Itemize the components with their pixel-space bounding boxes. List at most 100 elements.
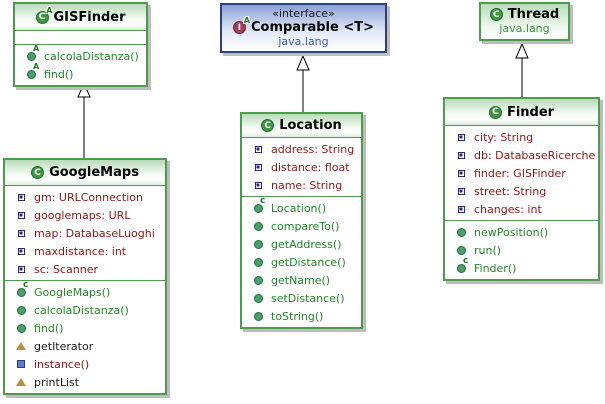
member-label: changes: int bbox=[474, 202, 542, 216]
class-icon bbox=[489, 8, 503, 21]
member-label: name: String bbox=[271, 178, 343, 192]
constructor-icon bbox=[250, 196, 266, 216]
member-row[interactable]: Finder() bbox=[445, 256, 598, 277]
class-header-thread[interactable]: Thread java.lang bbox=[481, 4, 568, 39]
member-row[interactable]: name: String bbox=[242, 176, 361, 194]
interface-header-comparable[interactable]: «interface» Comparable <T> java.lang bbox=[222, 5, 385, 51]
package-label: java.lang bbox=[499, 22, 550, 35]
member-row[interactable]: finder: GISFinder bbox=[445, 164, 598, 182]
class-header-gisfinder[interactable]: GISFinder bbox=[15, 4, 146, 31]
member-row[interactable]: distance: float bbox=[242, 158, 361, 176]
member-row[interactable]: compareTo() bbox=[242, 217, 361, 235]
member-label: address: String bbox=[271, 142, 355, 156]
class-icon bbox=[31, 166, 45, 179]
class-header-finder[interactable]: Finder bbox=[445, 99, 598, 126]
member-row[interactable]: street: String bbox=[445, 182, 598, 200]
member-row[interactable]: printList bbox=[5, 373, 165, 391]
member-row[interactable]: find() bbox=[5, 319, 165, 337]
member-row[interactable]: getAddress() bbox=[242, 235, 361, 253]
member-row[interactable]: toString() bbox=[242, 307, 361, 325]
member-row[interactable]: newPosition() bbox=[445, 223, 598, 241]
member-label: GoogleMaps() bbox=[34, 285, 111, 299]
triangle-icon bbox=[13, 374, 29, 390]
method-icon bbox=[250, 236, 266, 252]
class-box-location[interactable]: Location address: String distance: float n… bbox=[240, 112, 363, 329]
member-label: googlemaps: URL bbox=[34, 208, 131, 222]
abstract-method-icon bbox=[23, 44, 39, 64]
member-label: compareTo() bbox=[271, 219, 340, 233]
member-label: getIterator bbox=[34, 339, 94, 353]
member-label: instance() bbox=[34, 357, 90, 371]
class-box-finder[interactable]: Finder city: String db: DatabaseRicerche f… bbox=[443, 97, 600, 281]
attributes-compartment: gm: URLConnection googlemaps: URL map: Dat… bbox=[5, 186, 165, 280]
class-header-location[interactable]: Location bbox=[242, 114, 361, 138]
class-title: Location bbox=[279, 118, 342, 133]
member-row[interactable]: changes: int bbox=[445, 200, 598, 218]
member-label: distance: float bbox=[271, 160, 350, 174]
member-label: run() bbox=[474, 243, 502, 257]
inheritance-arrow-location-comparable[interactable] bbox=[296, 54, 310, 112]
field-icon bbox=[13, 189, 29, 205]
member-label: gm: URLConnection bbox=[34, 190, 143, 204]
member-label: Location() bbox=[271, 201, 327, 215]
member-label: db: DatabaseRicerche bbox=[474, 148, 596, 162]
field-icon bbox=[13, 243, 29, 259]
field-icon bbox=[453, 201, 469, 217]
member-row[interactable]: run() bbox=[445, 241, 598, 259]
methods-compartment: Location() compareTo() getAddress() getDist… bbox=[242, 196, 361, 327]
member-row[interactable]: Location() bbox=[242, 196, 361, 217]
member-label: toString() bbox=[271, 309, 324, 323]
class-box-thread[interactable]: Thread java.lang bbox=[479, 2, 570, 41]
field-icon bbox=[453, 147, 469, 163]
class-title: GoogleMaps bbox=[49, 165, 139, 180]
member-label: getName() bbox=[271, 273, 331, 287]
member-row[interactable]: address: String bbox=[242, 140, 361, 158]
member-row[interactable]: instance() bbox=[5, 355, 165, 373]
class-icon bbox=[488, 105, 502, 119]
inheritance-arrow-googlemaps-gisfinder[interactable] bbox=[77, 81, 91, 158]
triangle-icon bbox=[13, 338, 29, 354]
stereotype-label: «interface» bbox=[272, 7, 335, 20]
member-label: getDistance() bbox=[271, 255, 346, 269]
field-icon bbox=[13, 261, 29, 277]
member-row[interactable]: getIterator bbox=[5, 337, 165, 355]
member-row[interactable]: googlemaps: URL bbox=[5, 206, 165, 224]
member-label: newPosition() bbox=[474, 225, 549, 239]
interface-box-comparable[interactable]: «interface» Comparable <T> java.lang bbox=[220, 3, 387, 53]
member-label: setDistance() bbox=[271, 291, 345, 305]
member-label: find() bbox=[44, 67, 74, 81]
class-box-gisfinder[interactable]: GISFinder calcolaDistanza() find() bbox=[13, 2, 148, 87]
member-label: find() bbox=[34, 321, 64, 335]
class-header-googlemaps[interactable]: GoogleMaps bbox=[5, 160, 165, 186]
member-row[interactable]: calcolaDistanza() bbox=[5, 301, 165, 319]
member-row[interactable]: db: DatabaseRicerche bbox=[445, 146, 598, 164]
inheritance-arrow-finder-thread[interactable] bbox=[515, 42, 529, 97]
member-row[interactable]: maxdistance: int bbox=[5, 242, 165, 260]
interface-title: Comparable <T> bbox=[250, 20, 375, 35]
member-label: finder: GISFinder bbox=[474, 166, 566, 180]
member-row[interactable]: GoogleMaps() bbox=[5, 280, 165, 301]
field-icon bbox=[453, 183, 469, 199]
member-label: maxdistance: int bbox=[34, 244, 127, 258]
class-box-googlemaps[interactable]: GoogleMaps gm: URLConnection googlemaps: … bbox=[3, 158, 167, 395]
abstract-class-icon bbox=[35, 6, 53, 24]
member-label: getAddress() bbox=[271, 237, 342, 251]
interface-icon bbox=[232, 16, 250, 34]
field-icon bbox=[13, 207, 29, 223]
member-row[interactable]: find() bbox=[15, 62, 146, 83]
member-row[interactable]: sc: Scanner bbox=[5, 260, 165, 278]
member-row[interactable]: gm: URLConnection bbox=[5, 188, 165, 206]
member-label: sc: Scanner bbox=[34, 262, 98, 276]
method-icon bbox=[453, 224, 469, 240]
field-icon bbox=[250, 159, 266, 175]
class-icon bbox=[261, 119, 275, 132]
member-row[interactable]: calcolaDistanza() bbox=[15, 44, 146, 65]
member-row[interactable]: setDistance() bbox=[242, 289, 361, 307]
class-title: Finder bbox=[506, 104, 555, 120]
package-label: java.lang bbox=[278, 35, 329, 48]
member-row[interactable]: map: DatabaseLuoghi bbox=[5, 224, 165, 242]
member-row[interactable]: getDistance() bbox=[242, 253, 361, 271]
member-row[interactable]: city: String bbox=[445, 128, 598, 146]
field-icon bbox=[250, 177, 266, 193]
member-row[interactable]: getName() bbox=[242, 271, 361, 289]
